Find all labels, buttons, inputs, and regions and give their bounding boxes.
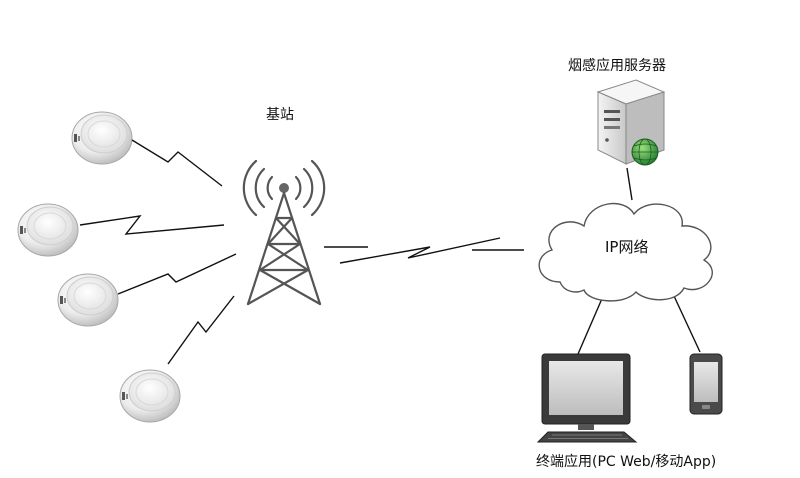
desktop-computer-icon [536, 353, 638, 443]
backhaul-link [339, 237, 501, 264]
cloud-icon [538, 202, 713, 302]
terminal-app-label: 终端应用(PC Web/移动App) [536, 454, 717, 470]
smartphone-icon [689, 353, 723, 415]
smoke-detector-icon [71, 111, 133, 165]
smoke-detector-icon [119, 369, 181, 423]
globe-icon [631, 138, 659, 166]
wireless-link [117, 253, 237, 295]
wireless-link [131, 139, 223, 187]
server-label: 烟感应用服务器 [568, 58, 666, 74]
cloud-pc-link [577, 293, 605, 355]
wireless-link [79, 215, 225, 235]
base-station-tower-icon [242, 159, 326, 306]
ip-network-label: IP网络 [605, 238, 649, 256]
server-cloud-link [626, 167, 633, 201]
smoke-detector-icon [17, 203, 79, 257]
cloud-phone-link [673, 295, 701, 353]
wireless-links [79, 139, 701, 365]
wireless-link [167, 295, 235, 365]
smoke-detector-icon [57, 273, 119, 327]
base-station-label: 基站 [266, 107, 294, 123]
